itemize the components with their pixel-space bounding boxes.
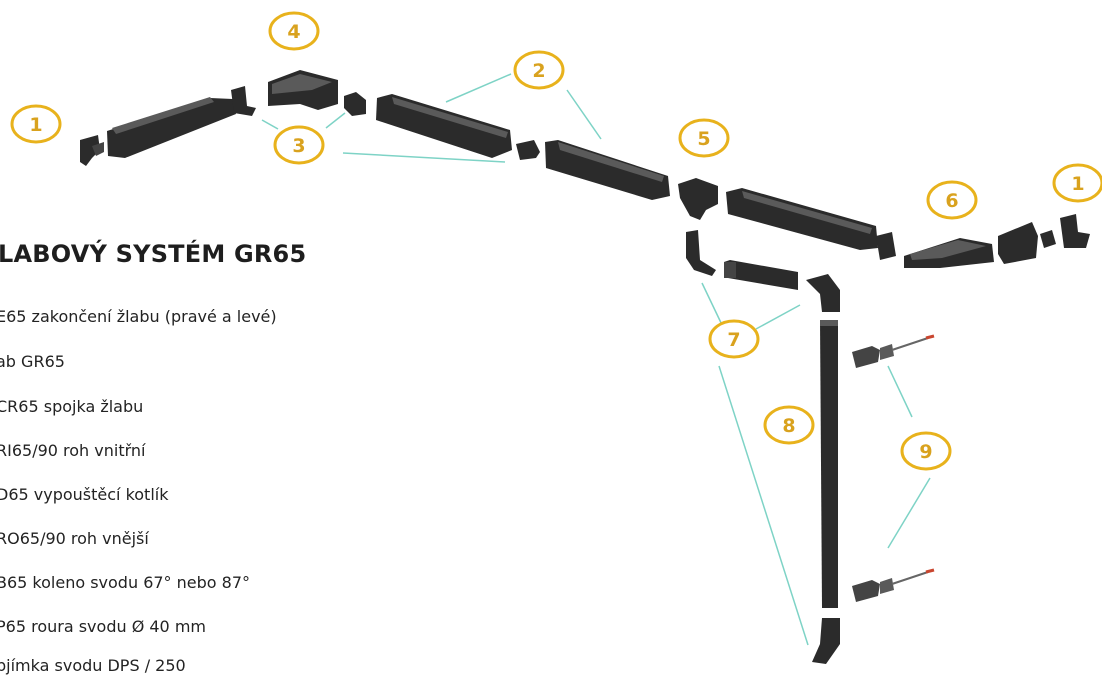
svg-text:1: 1	[1071, 173, 1084, 195]
legend-item-3: CR65 spojka žlabu	[0, 397, 144, 416]
badge-5: 5	[678, 118, 730, 158]
badge-6: 6	[926, 180, 978, 220]
leader-lines	[261, 73, 931, 646]
legend-item-7: B65 koleno svodu 67° nebo 87°	[0, 573, 251, 592]
legend-item-6: RO65/90 roh vnější	[0, 529, 149, 548]
badge-3: 3	[273, 125, 325, 165]
svg-text:3: 3	[292, 135, 305, 157]
badge-4: 4	[268, 11, 320, 51]
svg-text:5: 5	[697, 128, 710, 150]
system-title: LABOVÝ SYSTÉM GR65	[0, 240, 307, 268]
badge-9: 9	[900, 431, 952, 471]
legend-item-4: RI65/90 roh vnitřní	[0, 441, 146, 460]
badge-2: 2	[513, 50, 565, 90]
legend-item-5: D65 vypouštěcí kotlík	[0, 485, 169, 504]
svg-text:4: 4	[287, 21, 300, 43]
svg-text:8: 8	[782, 415, 795, 437]
legend-item-2: ab GR65	[0, 352, 65, 371]
svg-text:2: 2	[532, 60, 545, 82]
badge-1-left: 1	[10, 104, 62, 144]
badge-7: 7	[708, 319, 760, 359]
svg-text:7: 7	[727, 329, 740, 351]
badge-8: 8	[763, 405, 815, 445]
svg-text:6: 6	[945, 190, 958, 212]
badge-1-right: 1	[1052, 163, 1102, 203]
legend-item-1: E65 zakončení žlabu (pravé a levé)	[0, 307, 277, 326]
gutter-parts	[80, 70, 1090, 664]
legend-item-9: bjímka svodu DPS / 250	[0, 656, 186, 675]
svg-text:1: 1	[29, 114, 42, 136]
svg-text:9: 9	[919, 441, 932, 463]
legend-item-8: P65 roura svodu Ø 40 mm	[0, 617, 206, 636]
